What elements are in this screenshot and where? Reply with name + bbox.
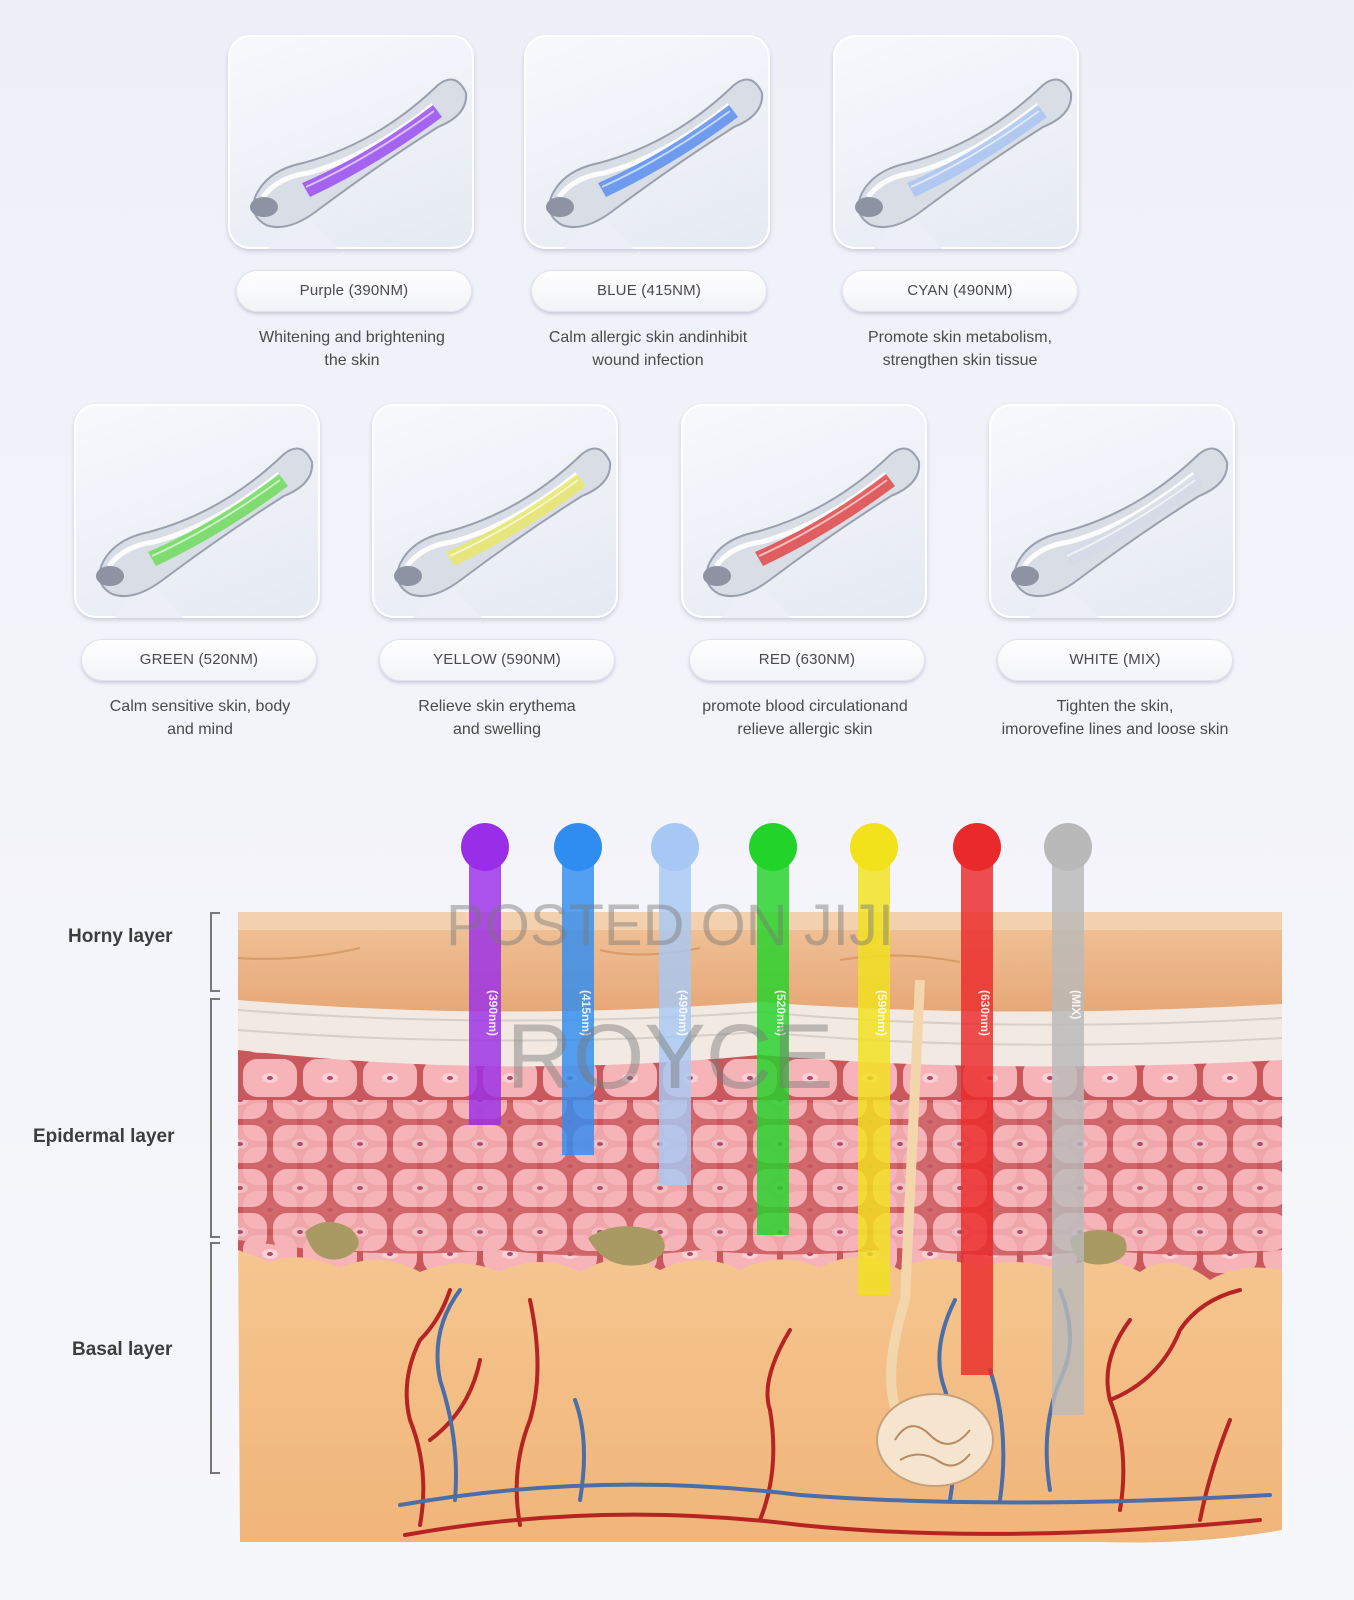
light-source-dot-0: [461, 823, 509, 871]
device-card-yellow: [372, 404, 618, 618]
device-green-icon: [96, 447, 314, 618]
beam-wavelength-label-6: (MIX): [1069, 990, 1083, 1019]
beam-wavelength-label-2: (490nm): [676, 990, 690, 1036]
bracket-basal: [210, 1242, 220, 1474]
device-purple-icon: [250, 78, 468, 249]
device-red-icon: [703, 447, 921, 618]
label-purple: Purple (390NM): [236, 270, 472, 312]
device-card-purple: [228, 35, 474, 249]
device-blue-icon: [546, 78, 764, 249]
device-card-blue: [524, 35, 770, 249]
light-beam-5: [961, 855, 993, 1375]
light-beam-2: [659, 855, 691, 1185]
label-epidermal-layer: Epidermal layer: [33, 1126, 175, 1147]
light-source-dot-4: [850, 823, 898, 871]
bracket-horny: [210, 912, 220, 992]
desc-cyan: Promote skin metabolism,strengthen skin …: [867, 329, 1053, 369]
label-horny-layer: Horny layer: [68, 926, 173, 947]
label-blue: BLUE (415NM): [531, 270, 767, 312]
beam-wavelength-label-4: (590nm): [875, 990, 889, 1036]
light-source-dot-6: [1044, 823, 1092, 871]
label-cyan: CYAN (490NM): [842, 270, 1078, 312]
device-card-green: [74, 404, 320, 618]
light-beam-3: [757, 855, 789, 1235]
beam-wavelength-label-0: (390nm): [486, 990, 500, 1036]
desc-white: Tighten the skin,imorovefine lines and l…: [1001, 698, 1229, 738]
device-cyan-icon: [855, 78, 1073, 249]
light-beam-0: [469, 855, 501, 1125]
watermark-posted: POSTED ON JIJI: [446, 893, 894, 958]
label-yellow: YELLOW (590NM): [379, 639, 615, 681]
light-source-dot-1: [554, 823, 602, 871]
label-green: GREEN (520NM): [81, 639, 317, 681]
device-yellow-icon: [394, 447, 612, 618]
label-red: RED (630NM): [689, 639, 925, 681]
light-beam-4: [858, 855, 890, 1295]
light-beam-1: [562, 855, 594, 1155]
beam-wavelength-label-5: (630nm): [978, 990, 992, 1036]
device-white-icon: [1011, 447, 1229, 618]
device-card-white: [989, 404, 1235, 618]
label-basal-layer: Basal layer: [72, 1339, 173, 1360]
bracket-epidermal: [210, 998, 220, 1238]
light-source-dot-3: [749, 823, 797, 871]
beam-wavelength-label-3: (520nm): [774, 990, 788, 1036]
light-source-dot-5: [953, 823, 1001, 871]
device-card-red: [681, 404, 927, 618]
watermark-royce: ROYCE: [506, 1006, 834, 1108]
light-source-dot-2: [651, 823, 699, 871]
beam-wavelength-label-1: (415nm): [579, 990, 593, 1036]
light-beam-6: [1052, 855, 1084, 1415]
label-white: WHITE (MIX): [997, 639, 1233, 681]
device-card-cyan: [833, 35, 1079, 249]
